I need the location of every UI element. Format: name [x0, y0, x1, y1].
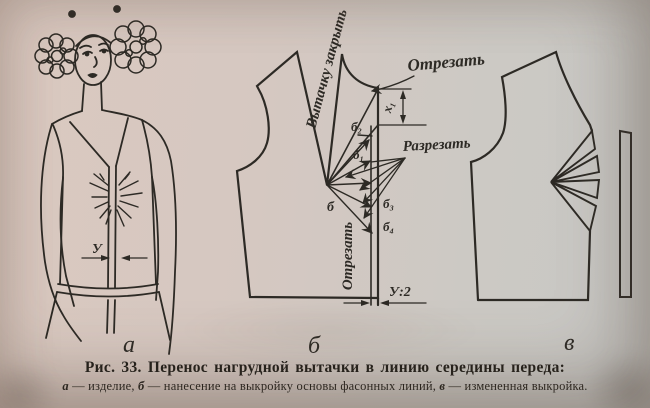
hair-knot-icon [113, 5, 121, 13]
arms [40, 119, 177, 355]
shoulders [51, 109, 143, 125]
pattern-outline-lower [476, 229, 592, 302]
point-b1-label: б₁ [353, 147, 364, 162]
x1-label: x₁ [379, 100, 397, 116]
legend-key-b: б [138, 379, 145, 393]
panel-a-label: а [123, 332, 135, 358]
cut-strip-piece [619, 129, 632, 298]
braid-left-icon [34, 33, 79, 79]
x1-dimension [377, 88, 427, 126]
pattern-outline-upper [469, 50, 594, 302]
legend-text-v: — измененная выкройка. [445, 379, 588, 393]
figure-artwork: У а [34, 5, 632, 358]
pattern-before [235, 49, 427, 307]
cut-strip-label: Отрезать [340, 222, 356, 290]
panel-b-label: б [308, 333, 321, 358]
bust-point-label: б [327, 200, 335, 215]
panel-v-label: в [564, 330, 574, 356]
head [74, 34, 112, 86]
slash-lines [326, 134, 373, 234]
figure-caption: Рис. 33. Перенос нагрудной вытачки в лин… [0, 359, 650, 394]
legend-key-a: а [62, 379, 69, 393]
neck [81, 81, 103, 112]
garment-sketch: У [34, 5, 177, 355]
hair-knot-icon [68, 10, 76, 18]
slash-label: Разрезать [402, 135, 471, 155]
half-width-label: У:2 [389, 285, 411, 300]
pattern-after [469, 50, 632, 302]
close-dart-label: Вытачку закрыть [303, 8, 350, 132]
width-dimension [81, 255, 148, 261]
gather-lines [89, 171, 143, 227]
point-b2-label: б₂ [351, 119, 362, 134]
braid-right-icon [109, 20, 162, 74]
slash-callout-leaders [345, 157, 406, 219]
width-mark-label: У [92, 242, 104, 257]
figure-caption-legend: а — изделие, б — нанесение на выкройку о… [0, 379, 650, 394]
legend-key-v: в [439, 379, 446, 393]
bodice [45, 117, 171, 341]
figure-caption-title: Рис. 33. Перенос нагрудной вытачки в лин… [84, 359, 566, 376]
point-b3-label: б₃ [383, 196, 394, 211]
opened-wedges [550, 128, 601, 234]
half-width-dimension [343, 300, 427, 306]
legend-text-a: — изделие, [68, 379, 138, 393]
point-b4-label: б₄ [383, 219, 394, 234]
legend-text-b: — нанесение на выкройку основы фасонных … [144, 379, 440, 393]
cut-top-label: Отрезать [407, 49, 486, 75]
cut-top-leader [370, 75, 415, 95]
pattern-outline [235, 49, 380, 300]
